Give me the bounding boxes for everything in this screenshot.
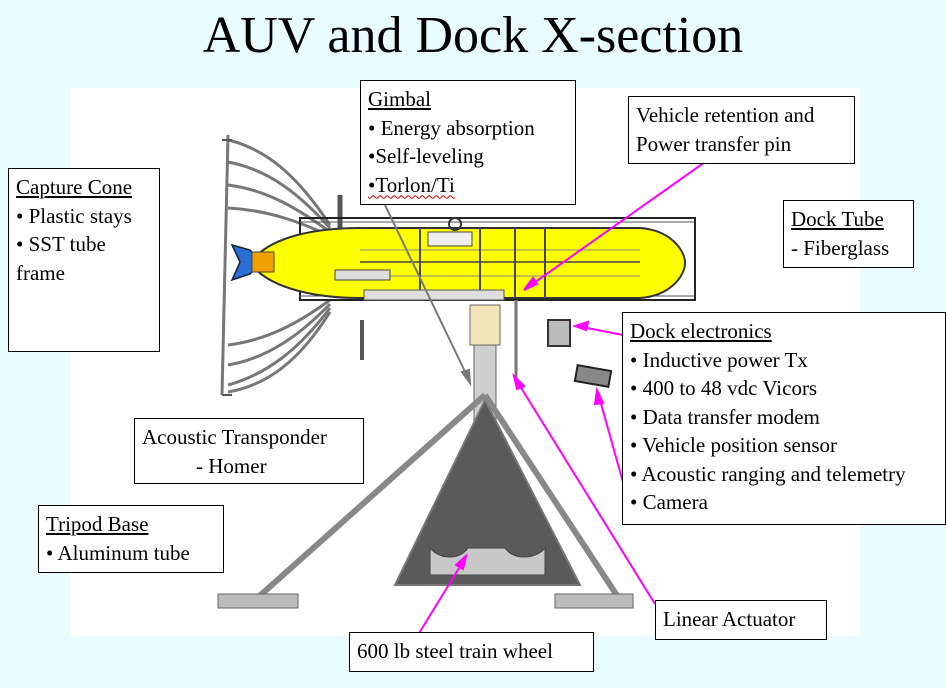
gimbal-item: •Self-leveling bbox=[368, 144, 484, 168]
capture-cone-heading: Capture Cone bbox=[16, 175, 133, 199]
dock-electronics-item: • Data transfer modem bbox=[630, 404, 820, 429]
dock-electronics-item: • Inductive power Tx bbox=[630, 347, 808, 372]
slide-title: AUV and Dock X-section bbox=[202, 7, 744, 64]
dock-electronics-heading: Dock electronics bbox=[630, 319, 772, 343]
tripod-base bbox=[217, 392, 634, 609]
gimbal-item: •Torlon/Ti bbox=[368, 172, 455, 197]
dock-electronics-item: • 400 to 48 vdc Vicors bbox=[630, 376, 818, 400]
acoustic-transponder-line: Acoustic Transponder bbox=[142, 425, 327, 449]
gimbal-callout: Gimbal • Energy absorption •Self-levelin… bbox=[360, 80, 576, 205]
tripod-base-item: • Aluminum tube bbox=[46, 540, 190, 565]
acoustic-transponder-line: - Homer bbox=[196, 453, 267, 478]
linear-actuator-callout: Linear Actuator bbox=[655, 600, 827, 640]
capture-cone-stays bbox=[220, 134, 332, 396]
vehicle-retention-line: Power transfer pin bbox=[636, 131, 792, 156]
gimbal-heading: Gimbal bbox=[368, 87, 431, 111]
dock-tube-heading: Dock Tube bbox=[791, 207, 884, 231]
dock-tube-callout: Dock Tube - Fiberglass bbox=[783, 200, 914, 268]
nose-hub bbox=[230, 243, 275, 282]
dock-electronics-item: • Acoustic ranging and telemetry bbox=[630, 461, 906, 486]
capture-cone-callout: Capture Cone • Plastic stays • SST tube … bbox=[8, 168, 160, 352]
dock-electronics-callout: Dock electronics • Inductive power Tx • … bbox=[622, 312, 946, 525]
gimbal-item: • Energy absorption bbox=[368, 115, 535, 140]
train-wheel-callout: 600 lb steel train wheel bbox=[349, 632, 594, 672]
gimbal-leader-lines bbox=[384, 204, 472, 387]
capture-cone-item: • Plastic stays bbox=[16, 203, 132, 228]
tripod-base-heading: Tripod Base bbox=[46, 512, 149, 536]
vehicle-retention-callout: Vehicle retention and Power transfer pin bbox=[628, 96, 855, 164]
capture-cone-item: • SST tube frame bbox=[16, 232, 106, 285]
train-wheel-label: 600 lb steel train wheel bbox=[357, 639, 553, 663]
acoustic-transponder-callout: Acoustic Transponder - Homer bbox=[134, 418, 364, 484]
tripod-base-callout: Tripod Base • Aluminum tube bbox=[38, 505, 224, 573]
electronics-canisters bbox=[514, 300, 613, 388]
dock-tube-item: - Fiberglass bbox=[791, 235, 890, 260]
dock-electronics-item: • Camera bbox=[630, 490, 708, 514]
capture-cone-frame-rings bbox=[222, 139, 364, 396]
linear-actuator-label: Linear Actuator bbox=[663, 607, 796, 631]
dock-electronics-item: • Vehicle position sensor bbox=[630, 433, 838, 457]
vehicle-retention-line: Vehicle retention and bbox=[636, 103, 815, 127]
